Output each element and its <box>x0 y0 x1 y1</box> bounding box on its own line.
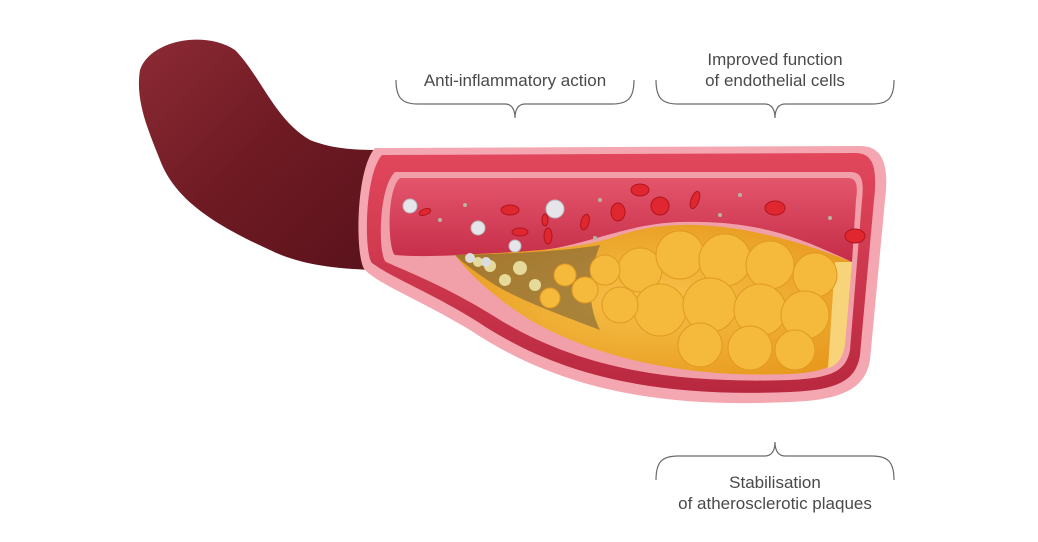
platelets <box>438 193 832 240</box>
plaque-small-particles <box>465 253 541 291</box>
red-blood-cells <box>418 183 866 245</box>
label-anti-inflammatory-line-1: Anti-inflammatory action <box>423 71 607 90</box>
label-anti-inflammatory: Anti-inflammatory action <box>395 70 635 91</box>
plaque-globules <box>539 230 838 371</box>
label-stabilisation-line-1: Stabilisation <box>729 473 821 492</box>
white-blood-cells <box>402 198 565 253</box>
vessel-lumen <box>389 178 857 262</box>
plaque-cut-face <box>828 262 852 368</box>
vessel-exterior <box>138 39 385 270</box>
label-endothelial-line-2: of endothelial cells <box>705 71 845 90</box>
label-endothelial-line-1: Improved function <box>707 50 843 69</box>
bracket-endothelial <box>655 79 895 119</box>
bracket-anti-inflammatory <box>395 79 635 119</box>
label-endothelial-function: Improved function of endothelial cells <box>655 49 895 91</box>
bracket-stabilisation <box>655 441 895 481</box>
label-stabilisation-line-2: of atherosclerotic plaques <box>678 494 872 513</box>
label-plaque-stabilisation: Stabilisation of atherosclerotic plaques <box>655 472 895 514</box>
